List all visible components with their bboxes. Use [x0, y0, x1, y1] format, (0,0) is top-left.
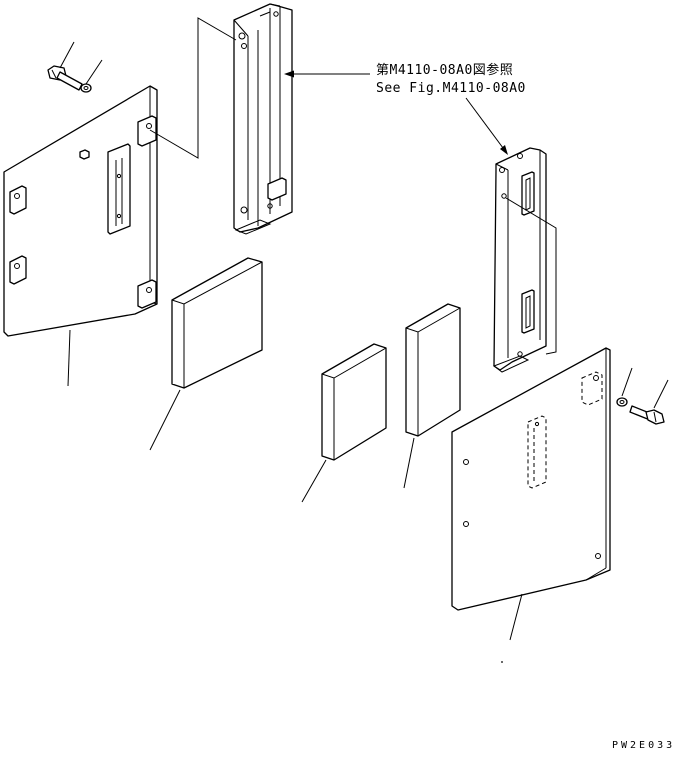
- leader-right-bolt: [653, 379, 669, 409]
- left-panel-bracket-lower: [137, 279, 157, 309]
- reference-arrow-right: [465, 97, 508, 155]
- left-panel-nut: [79, 149, 90, 160]
- drawing-code: PW2E033: [612, 740, 675, 751]
- right-cover-panel: [451, 347, 611, 611]
- left-support-bracket: [233, 3, 293, 235]
- right-support-bracket: [492, 147, 547, 373]
- reference-label-jp: 第M4110-08A0図参照: [376, 62, 513, 78]
- reference-arrow-left: [284, 70, 370, 78]
- left-panel-latch: [107, 143, 131, 235]
- leader-right-panel: [509, 593, 523, 641]
- left-panel-tab-upper: [9, 185, 27, 215]
- leader-bracket-to-panel: [505, 197, 557, 355]
- reference-label-en: See Fig.M4110-08A0: [376, 81, 526, 96]
- leader-right-washer: [621, 367, 633, 397]
- left-cover-panel: [3, 85, 158, 337]
- stray-dot: [501, 661, 503, 663]
- left-panel-tab-lower: [9, 255, 27, 285]
- leader-left-washer: [85, 59, 103, 85]
- leader-foam-pad-middle-small: [301, 459, 327, 503]
- foam-pad-left: [171, 257, 263, 389]
- right-washer: [616, 397, 628, 407]
- foam-pad-middle-small: [321, 343, 387, 461]
- left-washer: [80, 83, 92, 93]
- right-bracket-slot-upper: [521, 171, 535, 216]
- leader-left-panel: [67, 329, 71, 387]
- left-panel-bracket-upper: [137, 115, 157, 147]
- right-bolt: [629, 405, 665, 425]
- left-bolt: [47, 65, 83, 91]
- leader-left-bolt: [59, 41, 75, 69]
- right-panel-hidden-latch: [527, 415, 547, 489]
- right-bracket-slot-lower: [521, 289, 535, 334]
- leader-panel-to-bracket: [149, 17, 237, 159]
- foam-pad-middle-tall: [405, 303, 461, 437]
- leader-foam-pad-middle-tall: [403, 437, 415, 489]
- right-panel-hidden-bracket: [581, 371, 603, 406]
- leader-foam-pad-left: [149, 389, 181, 451]
